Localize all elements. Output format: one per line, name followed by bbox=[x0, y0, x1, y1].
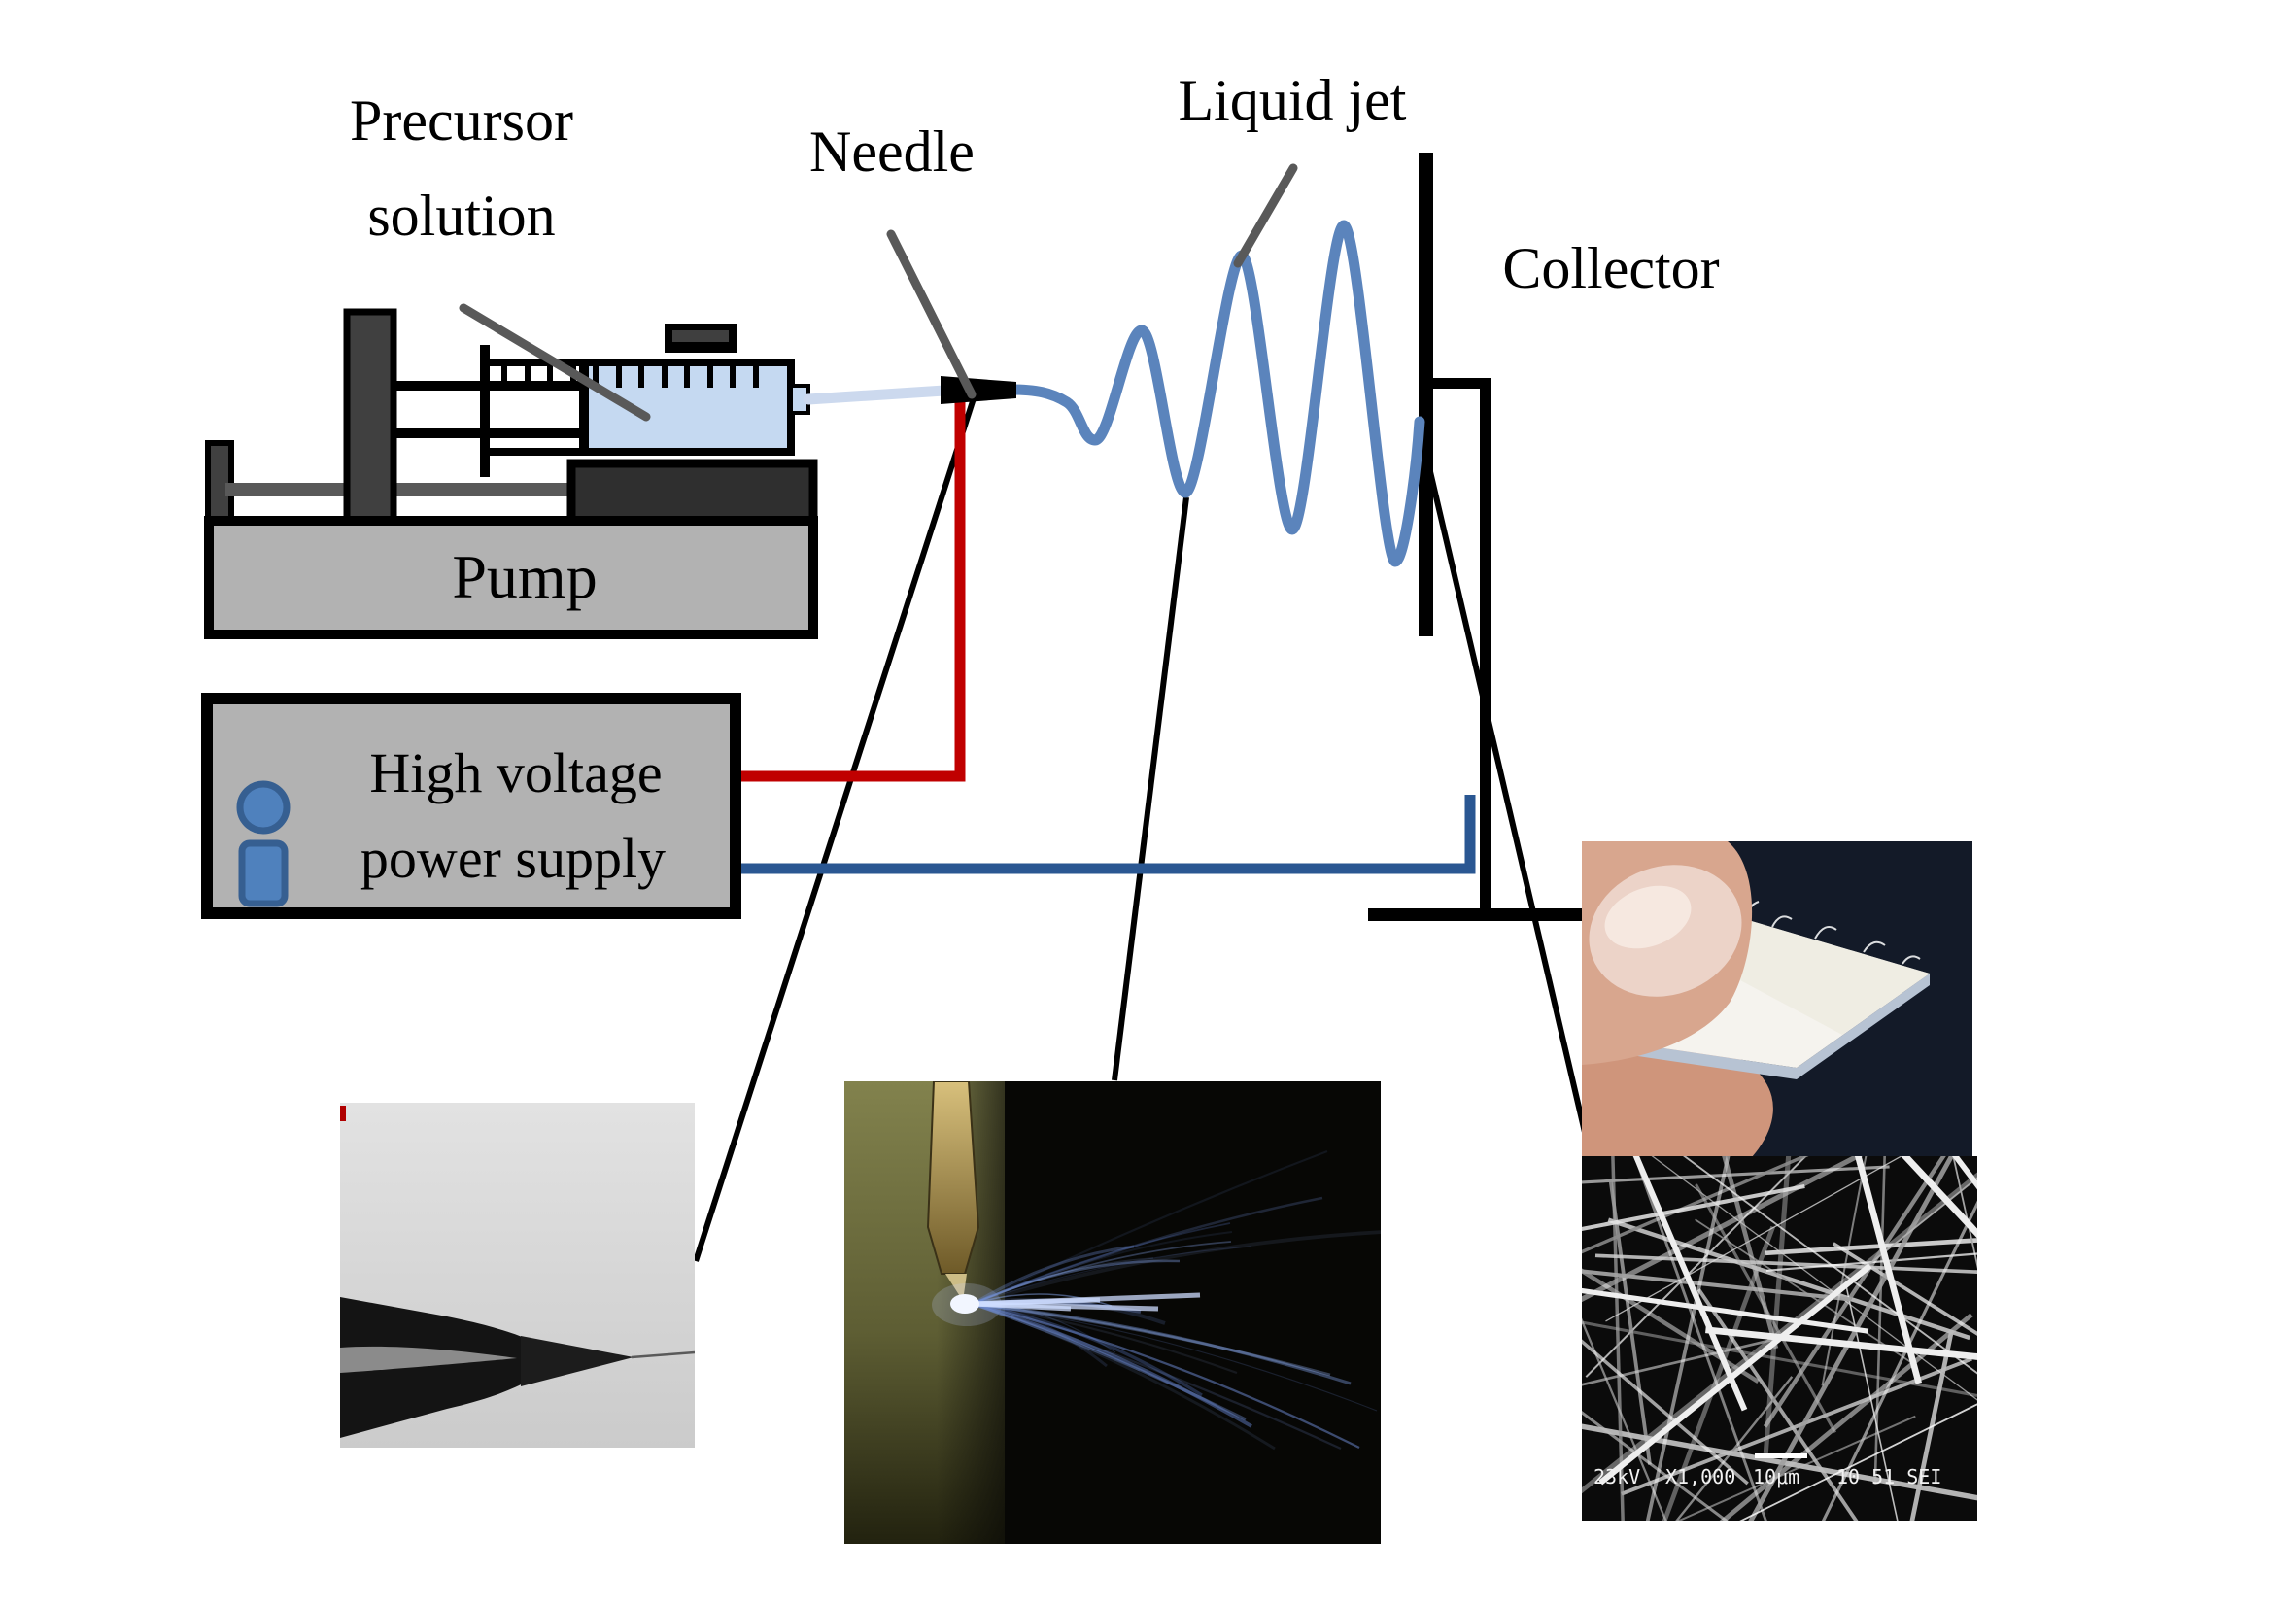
needle-tip-photo bbox=[340, 1103, 695, 1448]
nanofiber-mat-photo bbox=[1582, 841, 1972, 1156]
power-switch-icon bbox=[238, 839, 289, 907]
power-supply-label-line2: power supply bbox=[360, 827, 667, 890]
taylor-cone-photo-drawing bbox=[844, 1081, 1381, 1544]
mat-underside-edge bbox=[1625, 974, 1930, 1079]
sem-caption-row: 23kV X1,000 10μm 10 51 SEI bbox=[1582, 1465, 1977, 1494]
needle-pointer-line bbox=[886, 229, 977, 399]
collector-photo-callout-line bbox=[1425, 462, 1593, 1158]
needle-label: Needle bbox=[809, 120, 975, 184]
collector-stand-pole bbox=[1480, 378, 1491, 915]
thumbnail-highlight bbox=[1604, 885, 1692, 949]
power-supply-drawing bbox=[201, 693, 741, 919]
collector-drawing bbox=[1368, 153, 1586, 921]
bright-jet-origin bbox=[950, 1294, 979, 1314]
needle-tip-photo-drawing bbox=[340, 1103, 695, 1448]
liquid-jet-label: Liquid jet bbox=[1178, 68, 1407, 132]
collector-bracket-arm bbox=[1425, 378, 1490, 389]
spinneret-needle-silhouette bbox=[926, 1081, 980, 1275]
liquid-jet-curve bbox=[1005, 220, 1425, 567]
photo-artifact-mark bbox=[340, 1106, 346, 1121]
precursor-pointer-line bbox=[459, 303, 651, 422]
jet-spray-streaks bbox=[972, 1149, 1381, 1451]
nanofiber-mat-photo-drawing bbox=[1582, 841, 1972, 1156]
taylor-cone-photo bbox=[844, 1081, 1381, 1544]
sem-caption-id: 10 51 SEI bbox=[1836, 1465, 1942, 1488]
photo-callout-lines bbox=[693, 397, 1593, 1262]
precursor-label-line2: solution bbox=[367, 184, 556, 248]
mat-shading bbox=[1698, 917, 1930, 1035]
label-pointer-lines bbox=[459, 163, 1298, 422]
high-voltage-red-wire bbox=[736, 393, 966, 782]
needle-shape bbox=[941, 376, 1016, 404]
syringe-clamp-cap-inner bbox=[672, 330, 729, 342]
pump-guide-rod bbox=[225, 483, 573, 496]
plunger-seal bbox=[579, 364, 589, 450]
liquid-jet-pointer-line bbox=[1233, 163, 1298, 268]
forefinger-shape bbox=[1582, 1042, 1773, 1156]
needle-photo-callout-line bbox=[693, 397, 977, 1262]
pump-base bbox=[204, 516, 818, 639]
syringe-pump-drawing bbox=[204, 308, 818, 639]
collector-plate bbox=[1419, 153, 1433, 636]
sem-caption-magnification: X1,000 bbox=[1665, 1465, 1736, 1488]
collector-stand-base bbox=[1368, 908, 1586, 921]
sem-caption-scale: 10μm bbox=[1753, 1465, 1800, 1488]
fiber-filament-line bbox=[631, 1350, 695, 1359]
sem-nanofibers-photo: 23kV X1,000 10μm 10 51 SEI bbox=[1582, 1156, 1977, 1521]
sem-fiber-lines bbox=[1582, 1156, 1977, 1521]
sem-caption-voltage: 23kV bbox=[1593, 1465, 1641, 1488]
feed-tube bbox=[803, 385, 950, 405]
needle-cone-shape bbox=[521, 1336, 634, 1386]
jet-photo-callout-line bbox=[1112, 496, 1189, 1081]
precursor-label-line1: Precursor bbox=[350, 88, 573, 153]
ground-blue-wire bbox=[736, 795, 1476, 874]
collector-label: Collector bbox=[1502, 236, 1720, 300]
sem-photo-drawing bbox=[1582, 1156, 1977, 1521]
power-supply-label-line1: High voltage bbox=[369, 741, 663, 804]
taylor-cone-tip bbox=[945, 1274, 967, 1301]
needle-gloss-highlight bbox=[340, 1346, 517, 1373]
power-dial-icon bbox=[236, 780, 291, 835]
syringe-holder-block bbox=[566, 459, 818, 527]
power-supply-box bbox=[201, 693, 741, 919]
needle-body-shape bbox=[340, 1297, 525, 1438]
pump-label: Pump bbox=[452, 542, 598, 611]
pump-pusher-block bbox=[343, 308, 397, 526]
syringe-drawing bbox=[393, 324, 950, 477]
sem-scale-bar bbox=[1755, 1453, 1807, 1458]
